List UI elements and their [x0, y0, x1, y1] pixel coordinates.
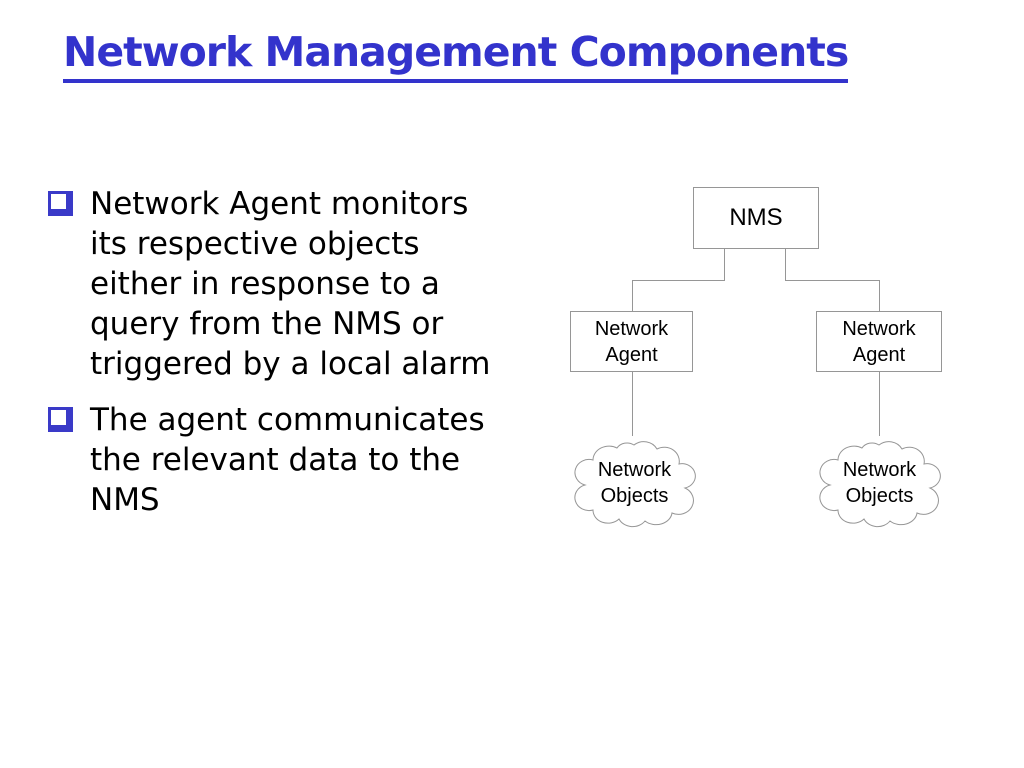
network-agent-node-left: Network Agent — [570, 311, 693, 372]
nms-node: NMS — [693, 187, 819, 249]
square-bullet-icon — [48, 407, 73, 432]
bullet-item: Network Agent monitors its respective ob… — [48, 184, 558, 384]
slide-title: Network Management Components — [63, 28, 849, 83]
cloud-label: Network Objects — [597, 459, 672, 507]
connector-line — [879, 280, 880, 311]
connector-line — [632, 280, 633, 311]
connector-line — [724, 249, 725, 281]
cloud-shape-icon — [574, 441, 696, 528]
bullet-item: The agent communicates the relevant data… — [48, 400, 558, 520]
cloud-shape-icon — [819, 441, 941, 528]
connector-line — [632, 280, 725, 281]
bullet-text: The agent communicates the relevant data… — [90, 402, 485, 518]
network-objects-cloud-right: Network Objects — [817, 433, 942, 533]
connector-line — [785, 249, 786, 281]
connector-line — [879, 372, 880, 436]
square-bullet-icon — [48, 191, 73, 216]
network-agent-node-right: Network Agent — [816, 311, 942, 372]
network-objects-cloud-left: Network Objects — [572, 433, 697, 533]
bullet-list: Network Agent monitors its respective ob… — [48, 184, 558, 536]
connector-line — [785, 280, 880, 281]
cloud-label: Network Objects — [842, 459, 917, 507]
bullet-text: Network Agent monitors its respective ob… — [90, 186, 491, 382]
connector-line — [632, 372, 633, 436]
